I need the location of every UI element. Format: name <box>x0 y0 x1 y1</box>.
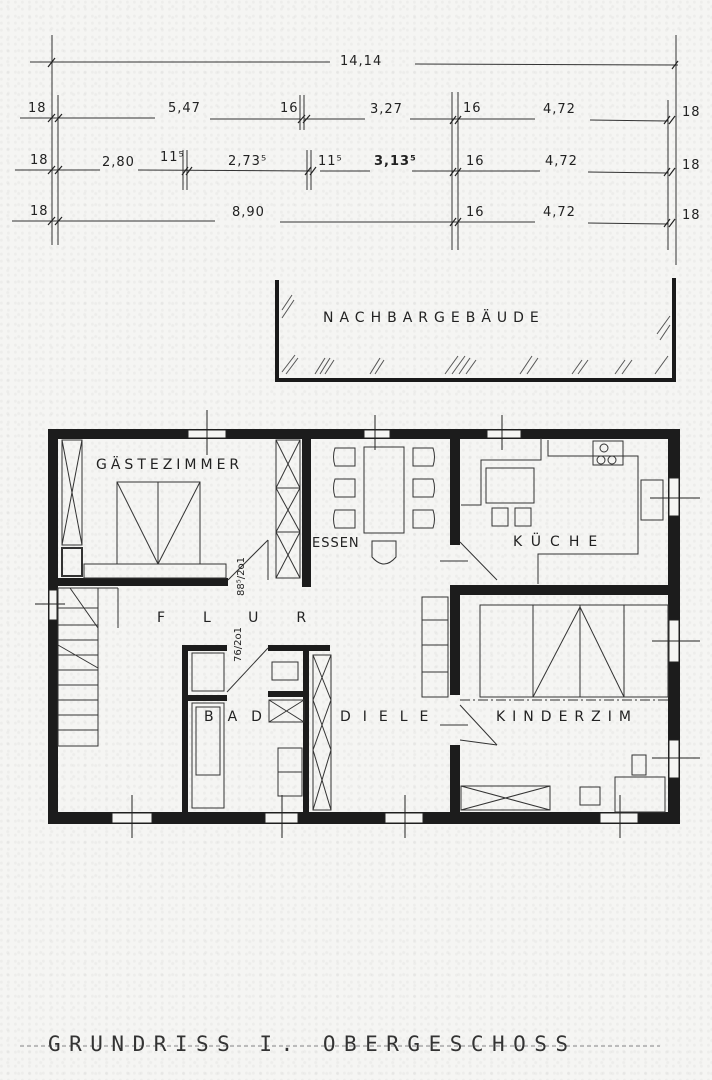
dim-r2-left-wall: 18 <box>28 101 47 116</box>
title-underline <box>20 1045 660 1047</box>
dim-r3-right-wall: 18 <box>682 158 701 173</box>
dim-r3-wall1: 11⁵ <box>160 150 185 165</box>
neighbor-building-outline <box>275 278 676 382</box>
door-width: 88⁵ <box>236 579 247 596</box>
room-label-kinderzimmer: KINDERZIM <box>496 709 638 725</box>
dim-r2-seg3: 4,72 <box>543 102 576 117</box>
room-label-flur: FLUR <box>157 610 345 626</box>
dim-total-length: 14,14 <box>340 54 383 69</box>
dim-r4-right-wall: 18 <box>682 208 701 223</box>
room-label-bad: BAD <box>204 709 276 725</box>
furniture <box>57 438 669 813</box>
dim-r3-seg1: 2,80 <box>102 155 135 170</box>
neighbor-building-label: NACHBARGEBÄUDE <box>323 310 545 326</box>
dim-r3-wall3: 16 <box>466 154 485 169</box>
door-size-bad: 76/2o1 <box>233 627 244 662</box>
window-axis-marks <box>35 410 700 838</box>
door-size-gaestezimmer: 88⁵/2o1 <box>236 557 247 596</box>
door-height: 2o1 <box>233 627 244 646</box>
door-height: 2o1 <box>236 557 247 576</box>
dim-r3-seg3: 3,13⁵ <box>374 154 417 169</box>
dim-r4-seg1: 8,90 <box>232 205 265 220</box>
room-label-kueche: KÜCHE <box>513 534 607 550</box>
dim-r4-seg2: 4,72 <box>543 205 576 220</box>
dim-r3-wall2: 11⁵ <box>318 154 343 169</box>
dim-r2-seg2: 3,27 <box>370 102 403 117</box>
dim-r2-right-wall: 18 <box>682 105 701 120</box>
dim-r2-wall1: 16 <box>280 101 299 116</box>
door-width: 76 <box>233 649 244 662</box>
dim-r3-left-wall: 18 <box>30 153 49 168</box>
room-label-diele: DIELE <box>340 709 441 725</box>
dimension-lines <box>12 35 679 265</box>
dim-r3-seg4: 4,72 <box>545 154 578 169</box>
dim-r4-wall1: 16 <box>466 205 485 220</box>
dim-r3-seg2: 2,73⁵ <box>228 154 268 169</box>
room-label-essen: ESSEN <box>312 536 360 551</box>
dim-r2-wall2: 16 <box>463 101 482 116</box>
drawing-title: GRUNDRISS I. OBERGESCHOSS <box>48 1032 577 1056</box>
dim-r2-seg1: 5,47 <box>168 101 201 116</box>
room-label-gaestezimmer: GÄSTEZIMMER <box>96 457 244 473</box>
dimension-ticks <box>47 57 679 228</box>
dim-r4-left-wall: 18 <box>30 204 49 219</box>
